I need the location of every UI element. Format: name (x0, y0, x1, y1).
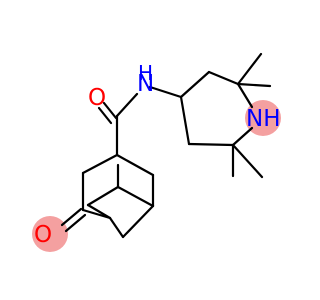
amide-carbonyl-bond-a (102, 101, 118, 120)
amide-cn-bond (115, 92, 139, 118)
ketone-bond-b (60, 207, 83, 227)
cage-c5-c8 (116, 185, 155, 208)
cage-c8-c9 (86, 185, 120, 207)
pip-c2-n (236, 82, 254, 109)
cage-c6-c5 (121, 204, 155, 239)
bond-group (60, 52, 272, 239)
cage-c3-c2 (81, 153, 119, 175)
methyl-1 (236, 52, 263, 86)
methyl-2 (236, 82, 272, 88)
pip-c6-c5 (187, 142, 235, 147)
amide-nitrogen-symbol: N (137, 71, 154, 97)
ketone-oxygen-label: O (34, 222, 52, 248)
pip-n-c6 (231, 126, 254, 147)
pip-c4-c3 (179, 70, 211, 99)
cage-c7-c6 (108, 216, 125, 239)
ketone-bond-a (64, 213, 87, 233)
amide-nitrogen-label: N (137, 71, 154, 97)
structure-drawing: O N H NH O (32, 52, 281, 252)
cage-c1-c7 (81, 208, 112, 220)
amide-carbonyl-bond-b (97, 106, 113, 125)
cage-c9-c7 (86, 203, 112, 220)
ketone-oxygen-highlight (32, 216, 68, 252)
n-piperidine-bond (148, 85, 183, 99)
cage-c3-c4 (115, 153, 155, 177)
nh-highlight (245, 100, 281, 136)
pip-c5-c4 (179, 95, 191, 146)
amide-nitrogen-hydrogen: H (138, 61, 153, 85)
methyl-3 (231, 143, 264, 179)
amide-oxygen-label: O (88, 85, 106, 111)
molecule-canvas: O N H NH O (32, 52, 281, 252)
pip-c3-c2 (207, 70, 240, 86)
ring-nitrogen-label: NH (246, 106, 281, 132)
